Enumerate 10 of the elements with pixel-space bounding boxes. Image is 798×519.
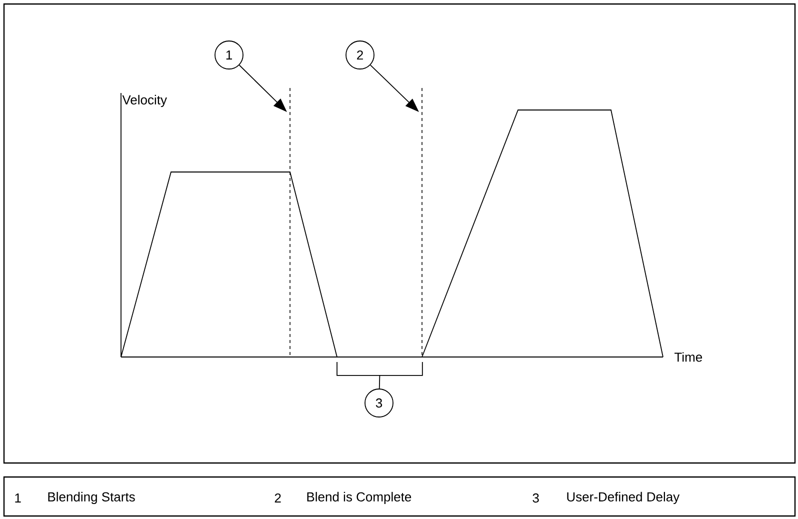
- leader-line: [378, 374, 380, 389]
- legend-text: User-Defined Delay: [567, 492, 680, 504]
- callout-number: 3: [532, 493, 539, 503]
- delay-bracket: [336, 362, 423, 376]
- callout-number: 2: [274, 493, 281, 503]
- legend-text: Blending Starts: [48, 492, 135, 504]
- legend-text: Blend is Complete: [307, 492, 412, 504]
- axis-label: Time: [674, 352, 702, 362]
- axis-label: Velocity: [122, 94, 167, 108]
- callout-number: 1: [15, 494, 21, 502]
